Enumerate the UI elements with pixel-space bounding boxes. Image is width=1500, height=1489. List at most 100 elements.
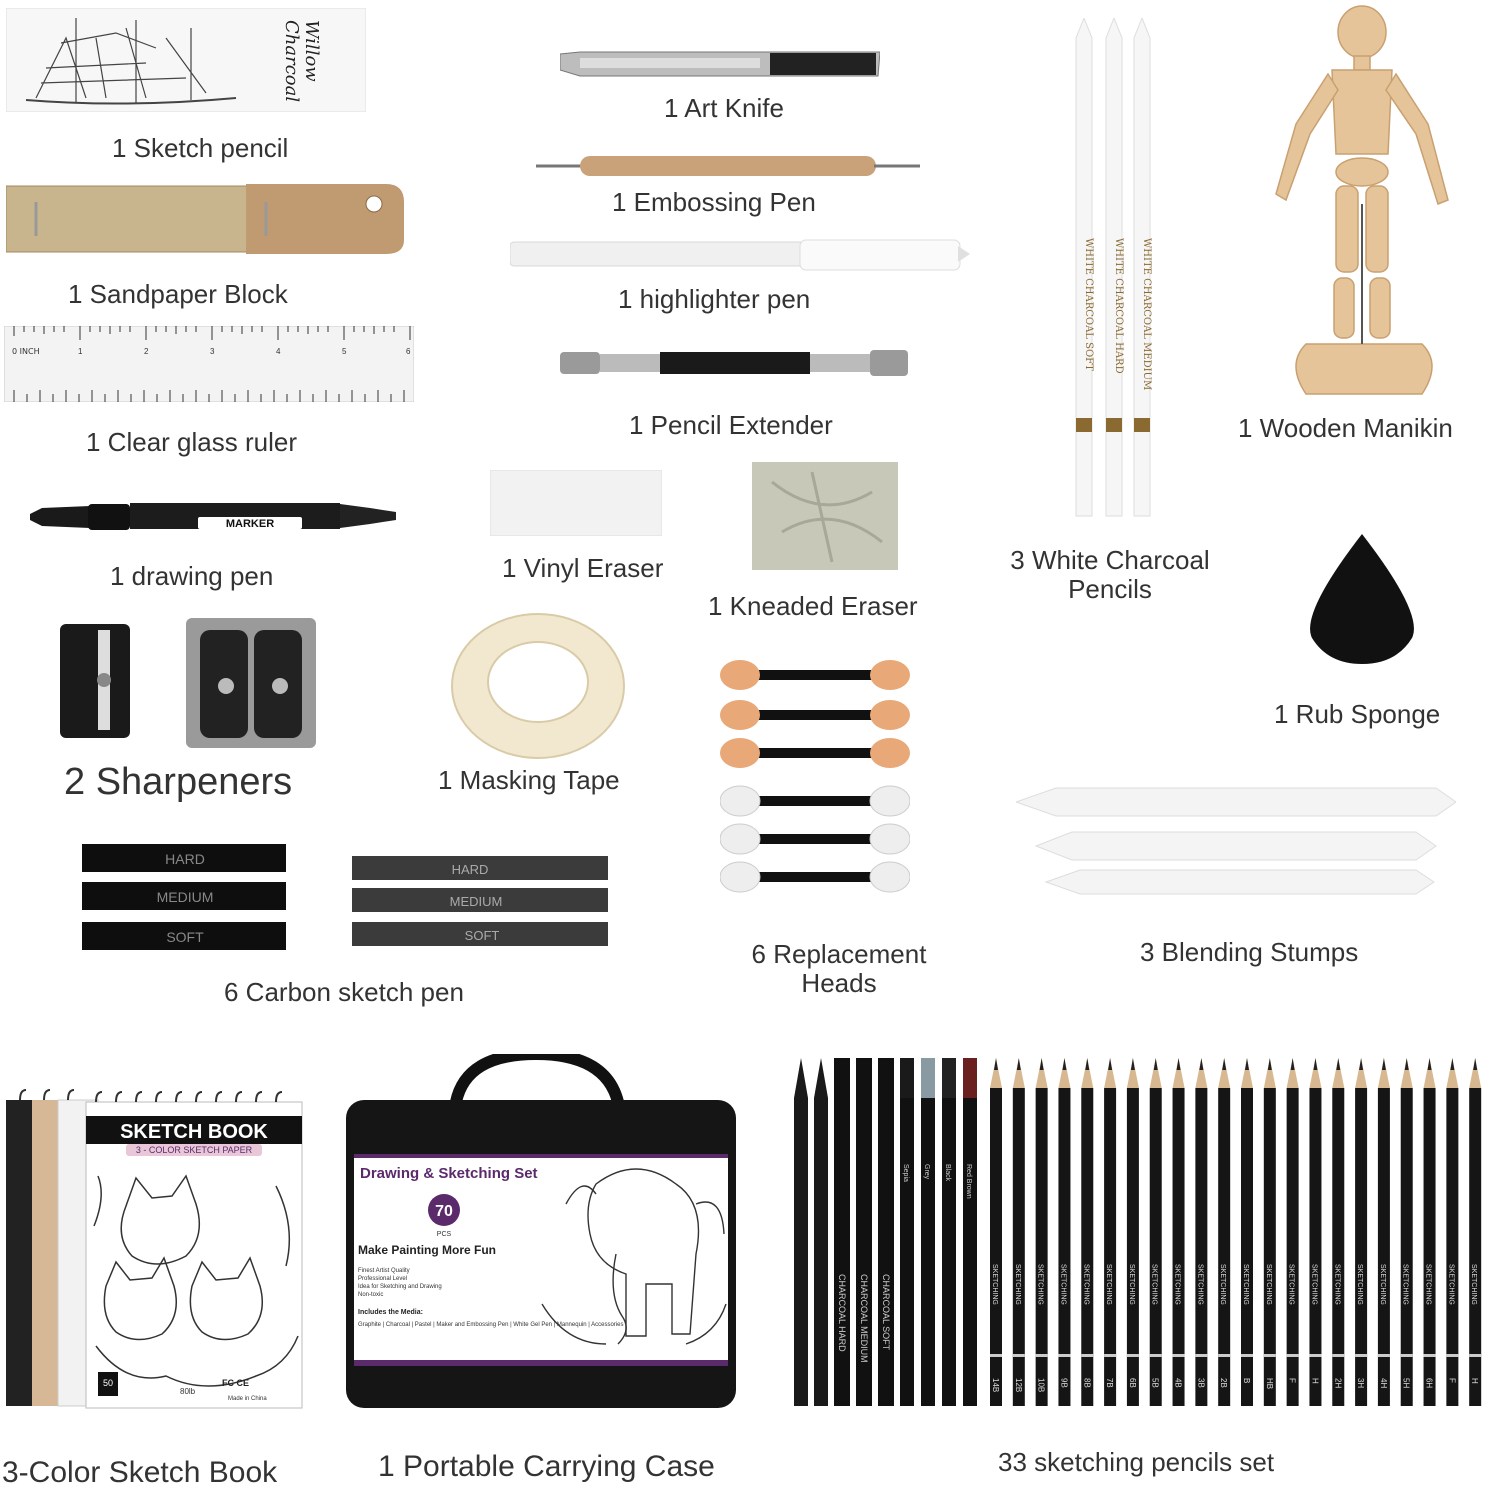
grade-label: 8B	[1082, 1378, 1091, 1388]
grade-label: H	[1470, 1378, 1479, 1384]
pastel-pencil: Grey	[921, 1058, 935, 1406]
grade-label: 7B	[1105, 1378, 1114, 1388]
svg-text:SKETCHING: SKETCHING	[1333, 1264, 1340, 1305]
svg-text:Grey: Grey	[923, 1164, 930, 1180]
grade-label: 10B	[1037, 1378, 1046, 1392]
sandpaper-block	[6, 182, 406, 256]
sandpaper-label: 1 Sandpaper Block	[68, 279, 288, 309]
svg-text:Black: Black	[944, 1164, 951, 1182]
graphite-pencil: SKETCHING 7B	[1104, 1058, 1117, 1406]
graphite-pencil: SKETCHING F	[1446, 1058, 1459, 1406]
svg-text:2: 2	[144, 347, 149, 356]
pastel-pencil: Red Brown	[963, 1058, 977, 1406]
sketch-pencil-label: 1 Sketch pencil	[112, 133, 289, 163]
svg-text:HARD: HARD	[452, 862, 489, 877]
svg-text:Make Painting More Fun: Make Painting More Fun	[358, 1243, 496, 1257]
svg-text:MEDIUM: MEDIUM	[157, 889, 214, 905]
carbon-pens-grey: HARD MEDIUM SOFT	[352, 856, 608, 946]
svg-text:0 INCH: 0 INCH	[12, 347, 40, 356]
svg-text:Made in China: Made in China	[228, 1396, 267, 1402]
embossing-pen	[536, 154, 920, 178]
grade-label: 2B	[1219, 1378, 1228, 1388]
svg-text:Idea for Sketching and Drawing: Idea for Sketching and Drawing	[358, 1284, 442, 1290]
carrying-case: Drawing & Sketching Set 70 PCS Make Pain…	[346, 1054, 736, 1410]
graphite-pencil: SKETCHING 2B	[1218, 1058, 1231, 1406]
svg-text:SKETCHING: SKETCHING	[1105, 1264, 1112, 1305]
svg-text:SKETCHING: SKETCHING	[1151, 1264, 1158, 1305]
highlighter-pen	[510, 238, 970, 272]
grade-label: HB	[1265, 1378, 1274, 1389]
graphite-pencil: SKETCHING HB	[1263, 1058, 1276, 1406]
svg-text:SKETCHING: SKETCHING	[1310, 1264, 1317, 1305]
pastel-pencil: Sepia	[900, 1058, 914, 1406]
svg-text:Sepia: Sepia	[902, 1164, 909, 1182]
grade-label: 2H	[1333, 1378, 1342, 1388]
drawing-pen: MARKER	[30, 498, 402, 538]
carbon-pens-black: HARD MEDIUM SOFT	[82, 842, 288, 954]
svg-text:FC CE: FC CE	[222, 1378, 249, 1388]
grade-label: 6H	[1425, 1378, 1434, 1388]
svg-text:Charcoal: Charcoal	[281, 20, 302, 102]
svg-text:Includes the Media:: Includes the Media:	[358, 1309, 423, 1316]
grade-label: 9B	[1059, 1378, 1068, 1388]
charcoal-stick: CHARCOAL SOFT	[878, 1058, 894, 1406]
wooden-manikin	[1262, 4, 1464, 398]
svg-text:1: 1	[78, 347, 83, 356]
grade-label: 4H	[1379, 1378, 1388, 1388]
graphite-pencil: SKETCHING 6H	[1423, 1058, 1436, 1406]
art-knife	[560, 50, 880, 78]
blending-stumps-label: 3 Blending Stumps	[1140, 937, 1359, 967]
svg-text:SKETCHING: SKETCHING	[1196, 1264, 1203, 1305]
replacement-heads	[720, 658, 910, 894]
svg-text:CHARCOAL MEDIUM: CHARCOAL MEDIUM	[859, 1274, 869, 1363]
vinyl-eraser	[490, 470, 662, 536]
grade-label: F	[1288, 1378, 1297, 1383]
sketching-pencils-set: CHARCOAL HARD CHARCOAL MEDIUM CHARCOAL SOF…	[790, 1054, 1496, 1410]
svg-text:WHITE CHARCOAL MEDIUM: WHITE CHARCOAL MEDIUM	[1141, 238, 1152, 390]
ruler-label: 1 Clear glass ruler	[86, 427, 297, 457]
svg-text:PCS: PCS	[437, 1231, 452, 1238]
sharpeners-label: 2 Sharpeners	[64, 761, 293, 803]
sketching-pencils-label: 33 sketching pencils set	[998, 1447, 1275, 1477]
blending-stumps	[1016, 784, 1456, 896]
graphite-pencil: SKETCHING 9B	[1058, 1058, 1071, 1406]
svg-text:4: 4	[276, 347, 281, 356]
sketch-pencil-box: Willow Charcoal	[6, 8, 366, 112]
art-knife-label: 1 Art Knife	[664, 93, 784, 123]
sharpener-single	[60, 620, 132, 742]
grade-label: F	[1447, 1378, 1456, 1383]
svg-text:MARKER: MARKER	[226, 518, 274, 530]
sketch-book-title: SKETCH BOOK	[120, 1121, 268, 1143]
svg-text:3 - COLOR SKETCH PAPER: 3 - COLOR SKETCH PAPER	[136, 1145, 253, 1155]
svg-text:SKETCHING: SKETCHING	[1265, 1264, 1272, 1305]
svg-text:SKETCHING: SKETCHING	[1447, 1264, 1454, 1305]
svg-text:SOFT: SOFT	[465, 928, 500, 943]
white-charcoal-pencils: WHITE CHARCOAL SOFT WHITE CHARCOAL HARD …	[1072, 18, 1156, 518]
svg-text:SKETCHING: SKETCHING	[1059, 1264, 1066, 1305]
svg-text:SKETCHING: SKETCHING	[1425, 1264, 1432, 1305]
masking-tape-label: 1 Masking Tape	[438, 765, 620, 795]
svg-text:SKETCHING: SKETCHING	[1402, 1264, 1409, 1305]
sketch-book: SKETCH BOOK 3 - COLOR SKETCH PAPER 50 80…	[6, 1086, 304, 1412]
charcoal-stick: CHARCOAL HARD	[834, 1058, 850, 1406]
grade-label: 4B	[1174, 1378, 1183, 1388]
replacement-heads-label: 6 Replacement Heads	[751, 939, 927, 998]
carrying-case-label: 1 Portable Carrying Case	[378, 1450, 715, 1483]
charcoal-pencil	[814, 1058, 828, 1406]
grade-label: B	[1242, 1378, 1251, 1383]
svg-text:70: 70	[435, 1203, 453, 1220]
white-charcoal-label: 3 White Charcoal Pencils	[1010, 545, 1210, 604]
drawing-pen-label: 1 drawing pen	[110, 561, 274, 591]
svg-text:SKETCHING: SKETCHING	[1219, 1264, 1226, 1305]
